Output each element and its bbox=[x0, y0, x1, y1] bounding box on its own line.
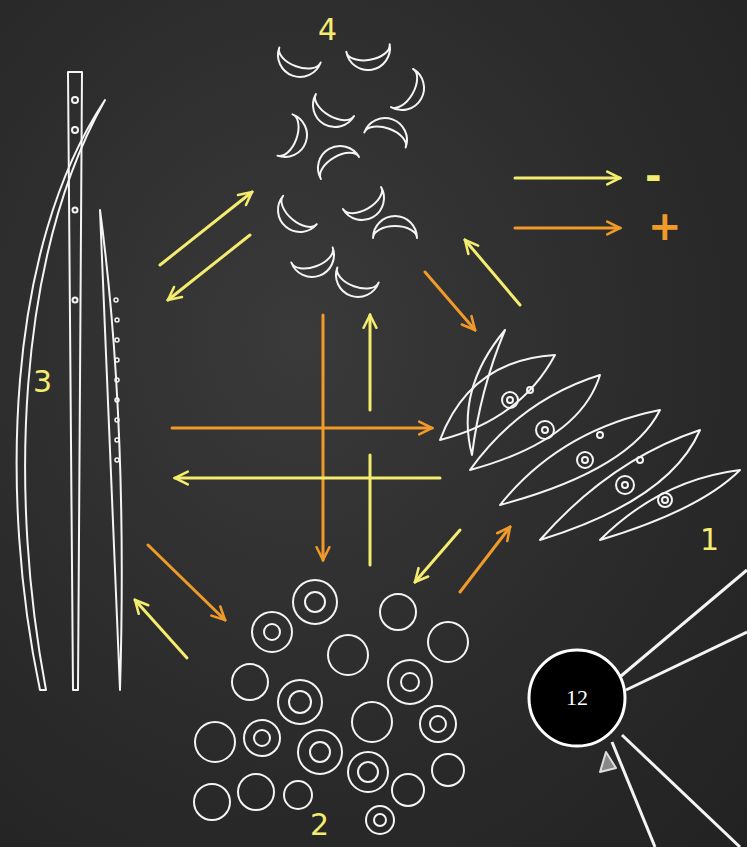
arrow-connector bbox=[415, 530, 460, 582]
legend-symbol: + bbox=[648, 206, 682, 246]
callout-number: 1 bbox=[700, 522, 719, 557]
badge-circle: 12 bbox=[527, 648, 627, 748]
fibre-cells bbox=[17, 72, 122, 690]
callout-number: 2 bbox=[310, 807, 329, 842]
arrow-connector bbox=[465, 240, 520, 305]
cell-group: 3 bbox=[5, 95, 155, 690]
arrow-connector bbox=[168, 235, 250, 300]
arrow-connector bbox=[460, 527, 510, 592]
arrow-connector bbox=[135, 600, 187, 658]
cell-group: 4 bbox=[245, 5, 440, 305]
arrow-connector bbox=[322, 315, 325, 560]
arrow-connector bbox=[175, 477, 440, 480]
cell-group: 2 bbox=[185, 565, 490, 840]
arrow-connector bbox=[369, 315, 372, 565]
spindle-cells bbox=[440, 330, 740, 540]
crescent-cells bbox=[269, 44, 432, 303]
arrow-connector bbox=[148, 545, 225, 620]
legend-symbol: - bbox=[645, 156, 662, 196]
arrow-connector bbox=[172, 427, 432, 430]
cell-group: 1 bbox=[432, 320, 745, 560]
arrow-connector bbox=[160, 192, 252, 265]
callout-number: 3 bbox=[33, 364, 52, 399]
legend-sample bbox=[515, 227, 620, 230]
legend-sample bbox=[515, 177, 620, 180]
round-cells bbox=[194, 580, 468, 834]
callout-number: 4 bbox=[318, 12, 337, 47]
badge-number: 12 bbox=[566, 685, 588, 711]
arrow-connector bbox=[425, 272, 475, 330]
